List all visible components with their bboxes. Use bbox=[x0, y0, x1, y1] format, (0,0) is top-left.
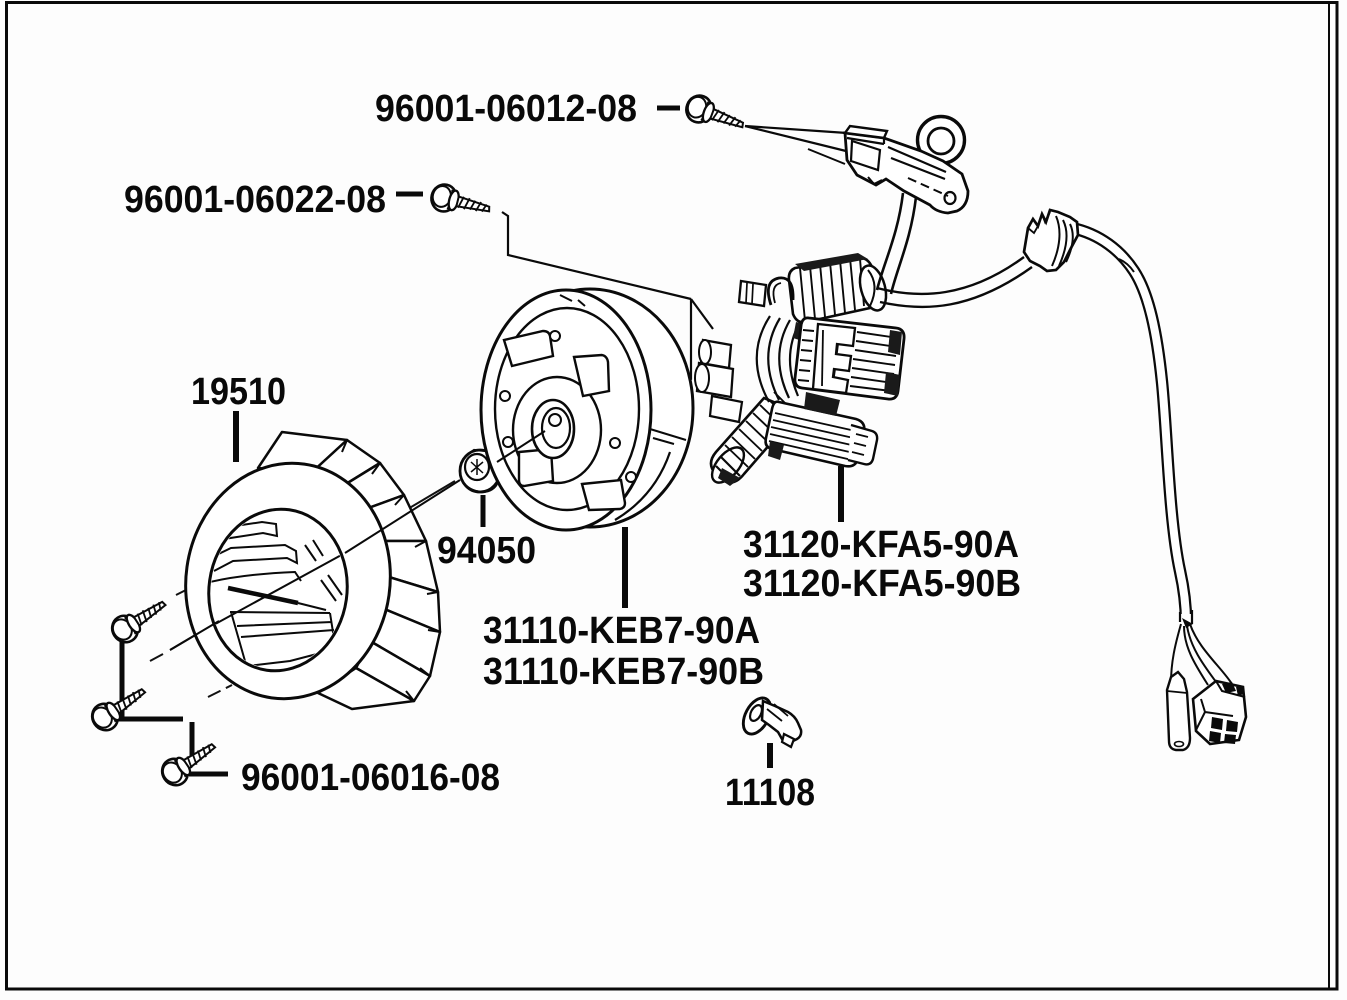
svg-text:19510: 19510 bbox=[191, 371, 286, 413]
svg-text:11108: 11108 bbox=[725, 772, 815, 814]
svg-text:31110-KEB7-90A: 31110-KEB7-90A bbox=[483, 610, 760, 652]
svg-text:96001-06016-08: 96001-06016-08 bbox=[241, 757, 500, 799]
svg-text:31120-KFA5-90A: 31120-KFA5-90A bbox=[743, 524, 1019, 566]
svg-text:94050: 94050 bbox=[437, 530, 536, 572]
svg-text:96001-06022-08: 96001-06022-08 bbox=[124, 179, 386, 221]
svg-text:31120-KFA5-90B: 31120-KFA5-90B bbox=[743, 563, 1021, 605]
svg-text:31110-KEB7-90B: 31110-KEB7-90B bbox=[483, 651, 764, 693]
svg-text:96001-06012-08: 96001-06012-08 bbox=[375, 88, 637, 130]
